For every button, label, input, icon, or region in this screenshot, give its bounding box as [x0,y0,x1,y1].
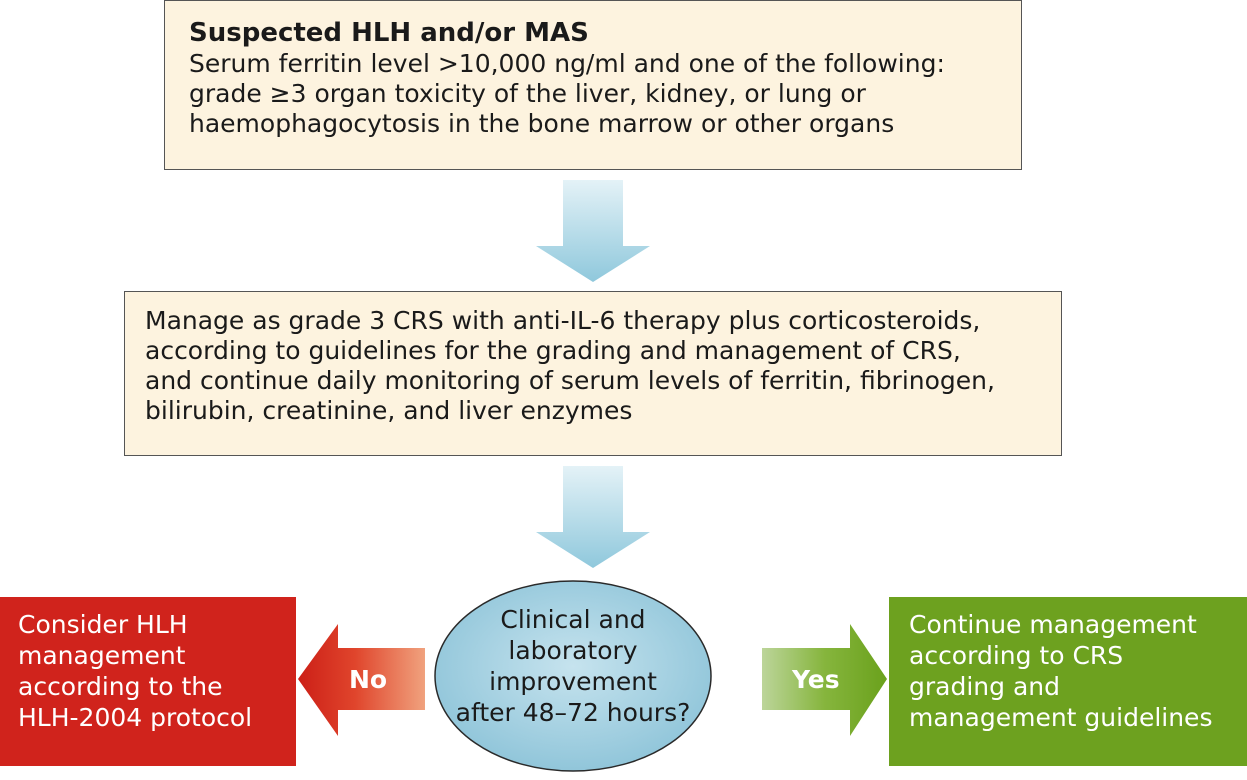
decision-question: Clinical and laboratory improvement afte… [447,604,699,728]
decision-line-1: Clinical and [500,605,646,634]
decision-line-4: after 48–72 hours? [455,698,691,727]
hlh-outcome-line-2: management [18,641,186,670]
management-line-1: Manage as grade 3 CRS with anti-IL-6 the… [145,306,981,335]
hlh-outcome-line-1: Consider HLH [18,610,188,639]
crs-outcome-line-3: grading and [909,672,1060,701]
down-arrow-1-icon [536,180,650,282]
criteria-line-1: Serum ferritin level >10,000 ng/ml and o… [189,49,945,78]
decision-line-2: laboratory [508,636,638,665]
yes-arrow-icon [762,624,887,736]
crs-outcome-line-1: Continue management [909,610,1197,639]
management-box: Manage as grade 3 CRS with anti-IL-6 the… [124,291,1062,456]
no-label: No [349,665,388,694]
suspected-hlh-box: Suspected HLH and/or MAS Serum ferritin … [164,0,1022,170]
no-arrow-icon [298,624,425,736]
crs-outcome-line-4: management guidelines [909,703,1213,732]
decision-line-3: improvement [489,667,657,696]
management-line-4: bilirubin, creatinine, and liver enzymes [145,396,633,425]
hlh-management-box: Consider HLH management according to the… [0,597,296,766]
criteria-line-2: grade ≥3 organ toxicity of the liver, ki… [189,79,866,108]
crs-outcome-line-2: according to CRS [909,641,1124,670]
yes-label: Yes [792,665,840,694]
down-arrow-2-icon [536,466,650,568]
criteria-line-3: haemophagocytosis in the bone marrow or … [189,109,895,138]
hlh-outcome-line-4: HLH-2004 protocol [18,703,253,732]
hlh-outcome-line-3: according to the [18,672,223,701]
management-line-3: and continue daily monitoring of serum l… [145,366,995,395]
crs-management-box: Continue management according to CRS gra… [889,597,1247,766]
decision-ellipse [434,580,712,772]
suspected-hlh-title: Suspected HLH and/or MAS [189,18,589,48]
management-line-2: according to guidelines for the grading … [145,336,961,365]
